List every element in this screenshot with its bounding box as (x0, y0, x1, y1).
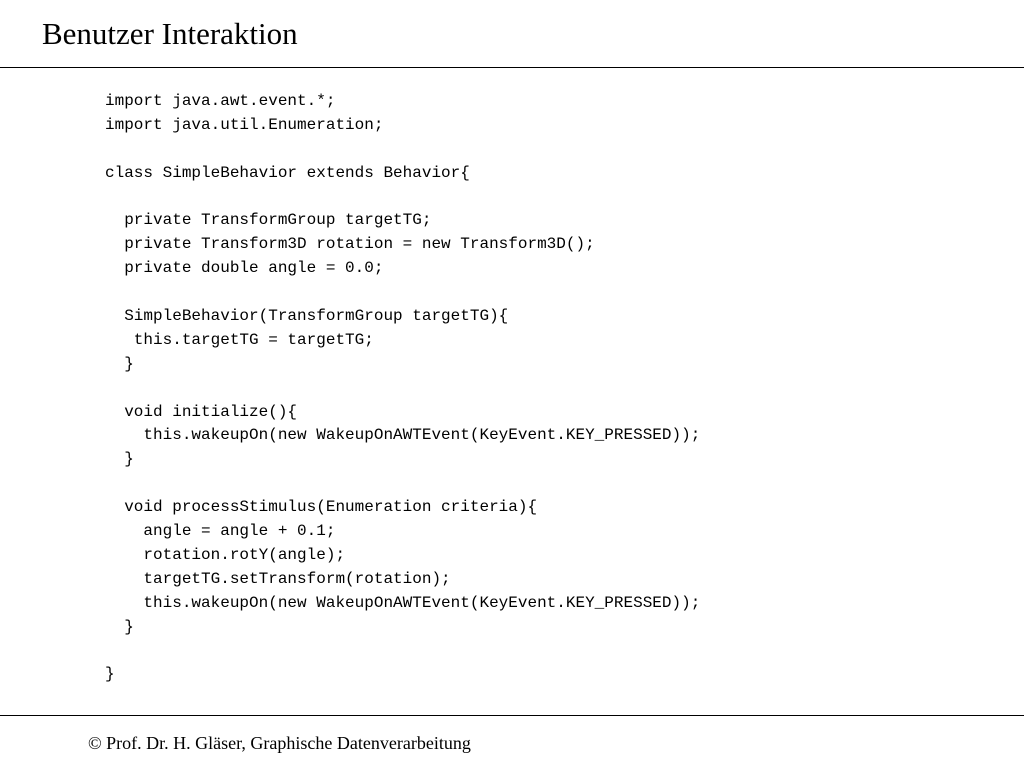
code-line (105, 281, 700, 305)
code-line: import java.awt.event.*; (105, 92, 336, 110)
code-line: this.wakeupOn(new WakeupOnAWTEvent(KeyEv… (105, 593, 701, 612)
code-line: targetTG.setTransform(rotation); (105, 569, 451, 588)
code-line: private TransformGroup targetTG; (105, 211, 432, 230)
slide-footer: © Prof. Dr. H. Gläser, Graphische Datenv… (88, 733, 471, 753)
code-line: private double angle = 0.0; (105, 259, 384, 278)
code-line: private Transform3D rotation = new Trans… (105, 235, 595, 254)
code-line: } (105, 450, 134, 469)
code-line: } (105, 354, 134, 373)
code-line (105, 472, 700, 496)
code-line: class SimpleBehavior extends Behavior{ (105, 163, 470, 182)
footer-divider (0, 715, 1024, 716)
code-line: SimpleBehavior(TransformGroup targetTG){ (105, 307, 509, 326)
code-line: void processStimulus(Enumeration criteri… (105, 498, 538, 517)
code-line: } (105, 617, 134, 636)
code-line (105, 377, 700, 401)
code-line (105, 639, 700, 663)
title-divider (0, 67, 1024, 68)
code-listing: import java.awt.event.*; import java.util… (105, 90, 700, 687)
code-line: } (105, 665, 115, 684)
code-line: void initialize(){ (105, 402, 298, 421)
slide-title: Benutzer Interaktion (42, 16, 298, 51)
code-line: this.wakeupOn(new WakeupOnAWTEvent(KeyEv… (105, 426, 701, 445)
code-line (105, 186, 700, 210)
code-line: rotation.rotY(angle); (105, 545, 346, 564)
code-line: import java.util.Enumeration; (105, 115, 384, 134)
code-line: angle = angle + 0.1; (105, 522, 336, 541)
code-line (105, 138, 700, 162)
code-line: this.targetTG = targetTG; (105, 330, 374, 349)
